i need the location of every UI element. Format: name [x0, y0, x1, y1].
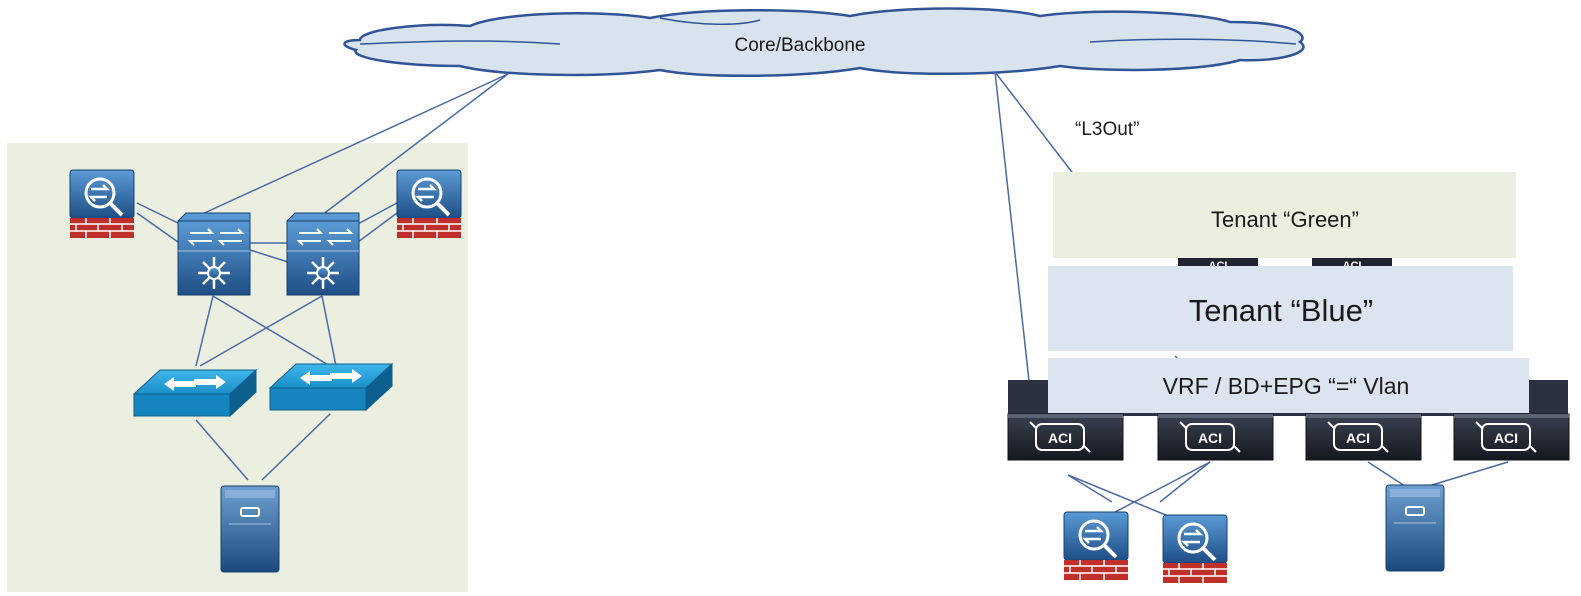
- aci-leaf-switch-icon: [1453, 413, 1570, 461]
- core-backbone-cloud: [343, 7, 1305, 78]
- firewall-icon: [395, 168, 463, 240]
- nexus-switch-icon: [285, 211, 361, 297]
- aci-leaf-switch-icon: [1305, 413, 1422, 461]
- tenant-green-label: Tenant “Green”: [1211, 207, 1359, 232]
- tenant-blue-box: [1048, 266, 1513, 351]
- firewall-icon: [68, 168, 136, 240]
- vrf-label: VRF / BD+EPG “=“ Vlan: [1163, 373, 1410, 399]
- legacy-links: [136, 73, 509, 481]
- cloud-label: Core/Backbone: [735, 35, 866, 56]
- server-icon: [220, 485, 280, 573]
- access-switch-icon: [133, 369, 257, 417]
- aci-leaf-switch-icon: [1007, 413, 1124, 461]
- tenant-blue-label: Tenant “Blue”: [1189, 293, 1373, 328]
- access-switch-icon: [269, 363, 393, 411]
- firewall-icon: [1161, 513, 1229, 585]
- aci-leaf-switch-icon: [1157, 413, 1274, 461]
- vrf-box: [1048, 358, 1529, 413]
- aci-links: [994, 71, 1509, 521]
- l3out-label: “L3Out”: [1075, 119, 1139, 140]
- tenant-green-box: [1053, 172, 1516, 258]
- firewall-icon: [1062, 510, 1130, 582]
- nexus-switch-icon: [176, 211, 252, 297]
- server-icon: [1385, 484, 1445, 572]
